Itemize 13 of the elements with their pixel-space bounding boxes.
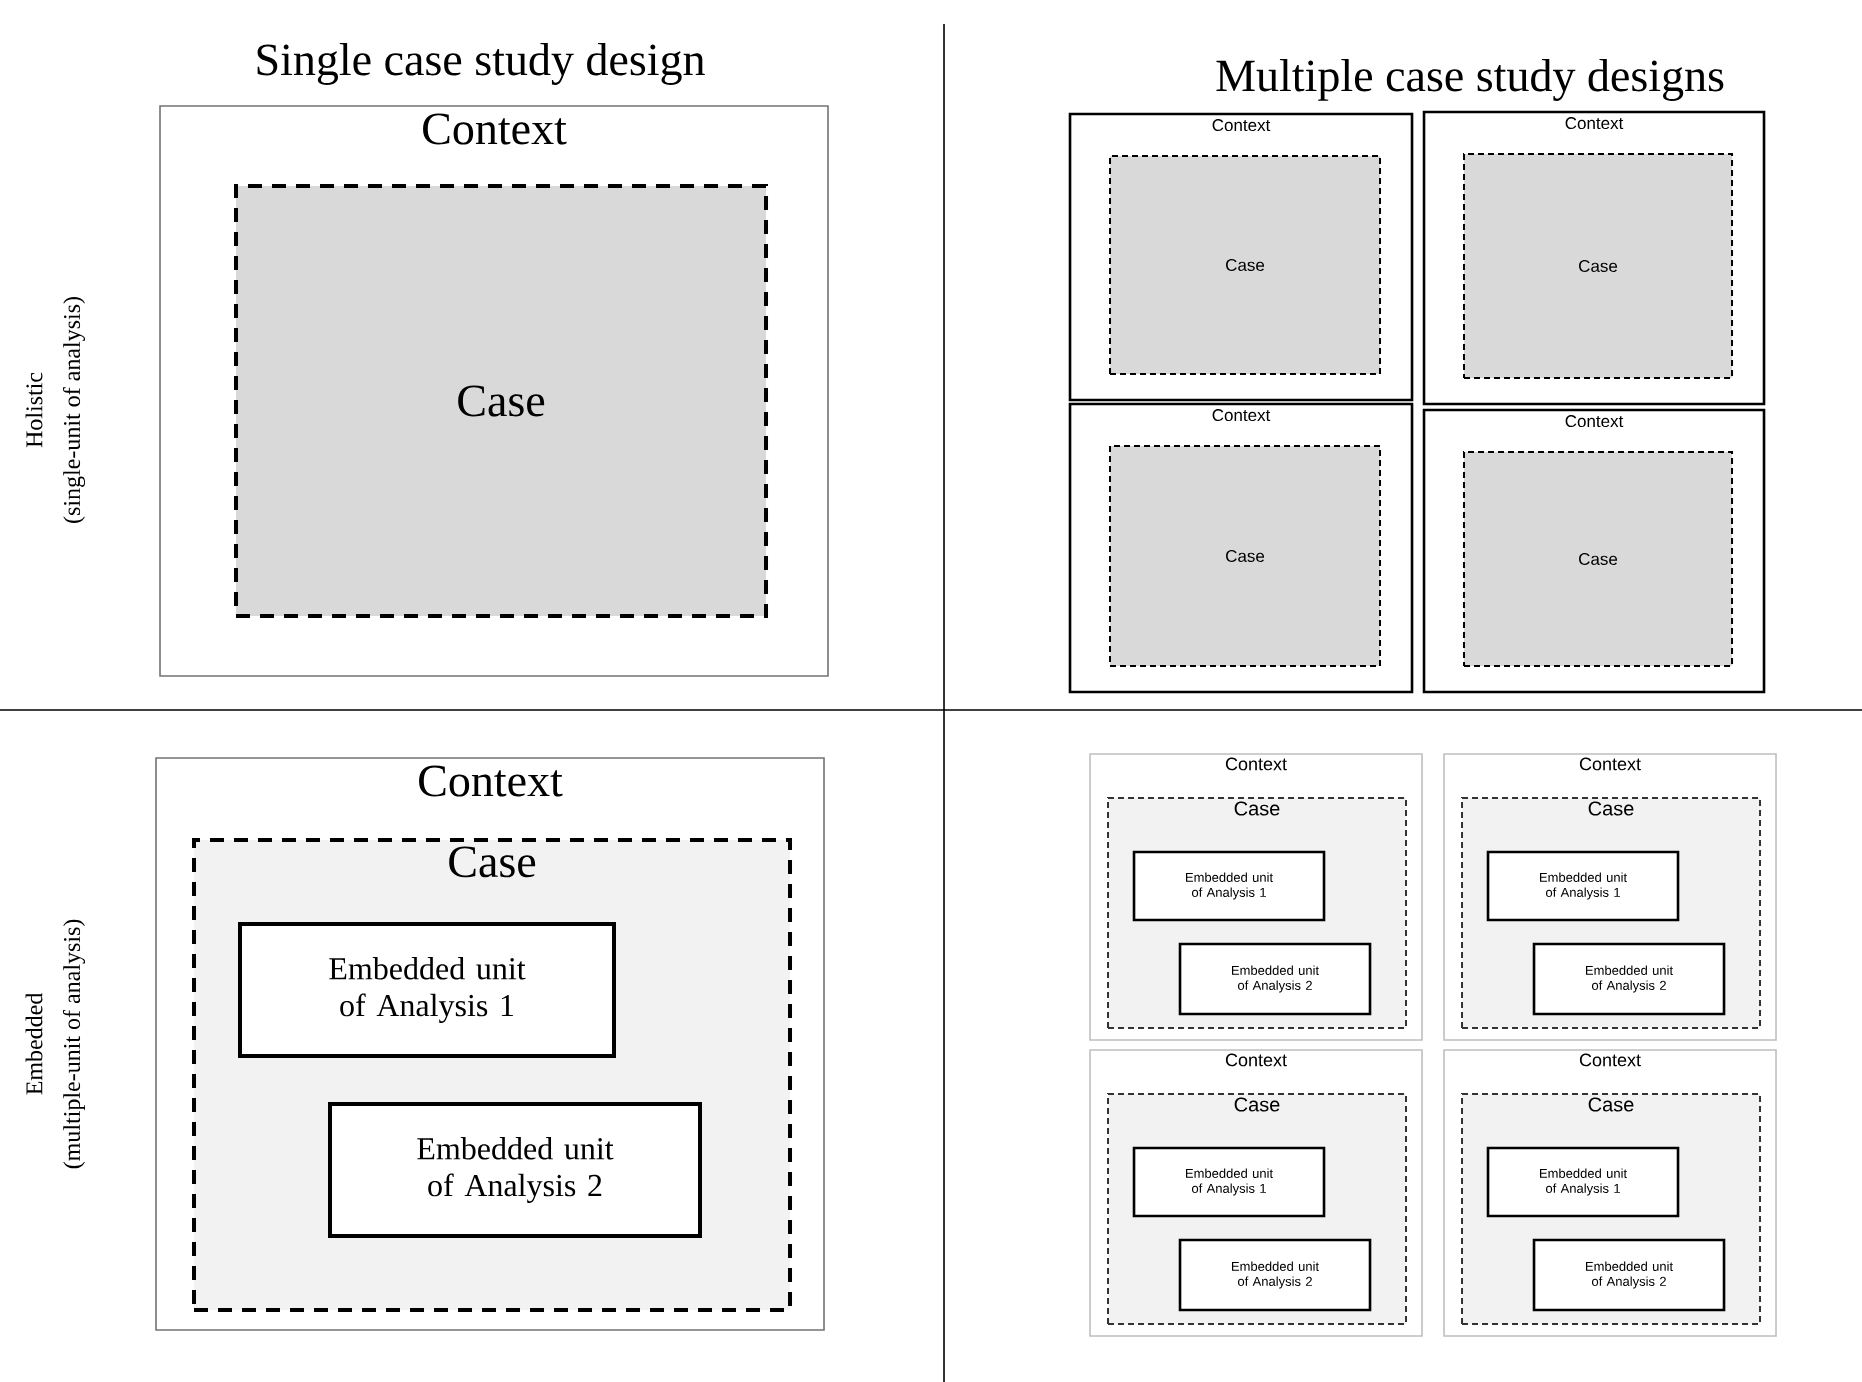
heading: Multiple case study designs — [1216, 59, 1724, 101]
row-label: Embedded — [25, 992, 43, 1095]
case-box: Case — [1109, 445, 1381, 667]
case-box: Case — [1463, 451, 1734, 667]
case-box: Case — [234, 184, 768, 618]
unit-box: Embedded unit of Analysis 1 — [238, 922, 616, 1058]
case-box: Case — [1463, 153, 1734, 379]
heading: Single case study design — [257, 43, 705, 85]
case-box: Case — [1109, 155, 1381, 375]
row-label: Holistic — [25, 372, 43, 448]
unit-box: Embedded unit of Analysis 2 — [328, 1102, 702, 1238]
row-label: (multiple-unit of analysis) — [62, 919, 86, 1169]
row-label: (single-unit of analysis) — [62, 297, 86, 523]
